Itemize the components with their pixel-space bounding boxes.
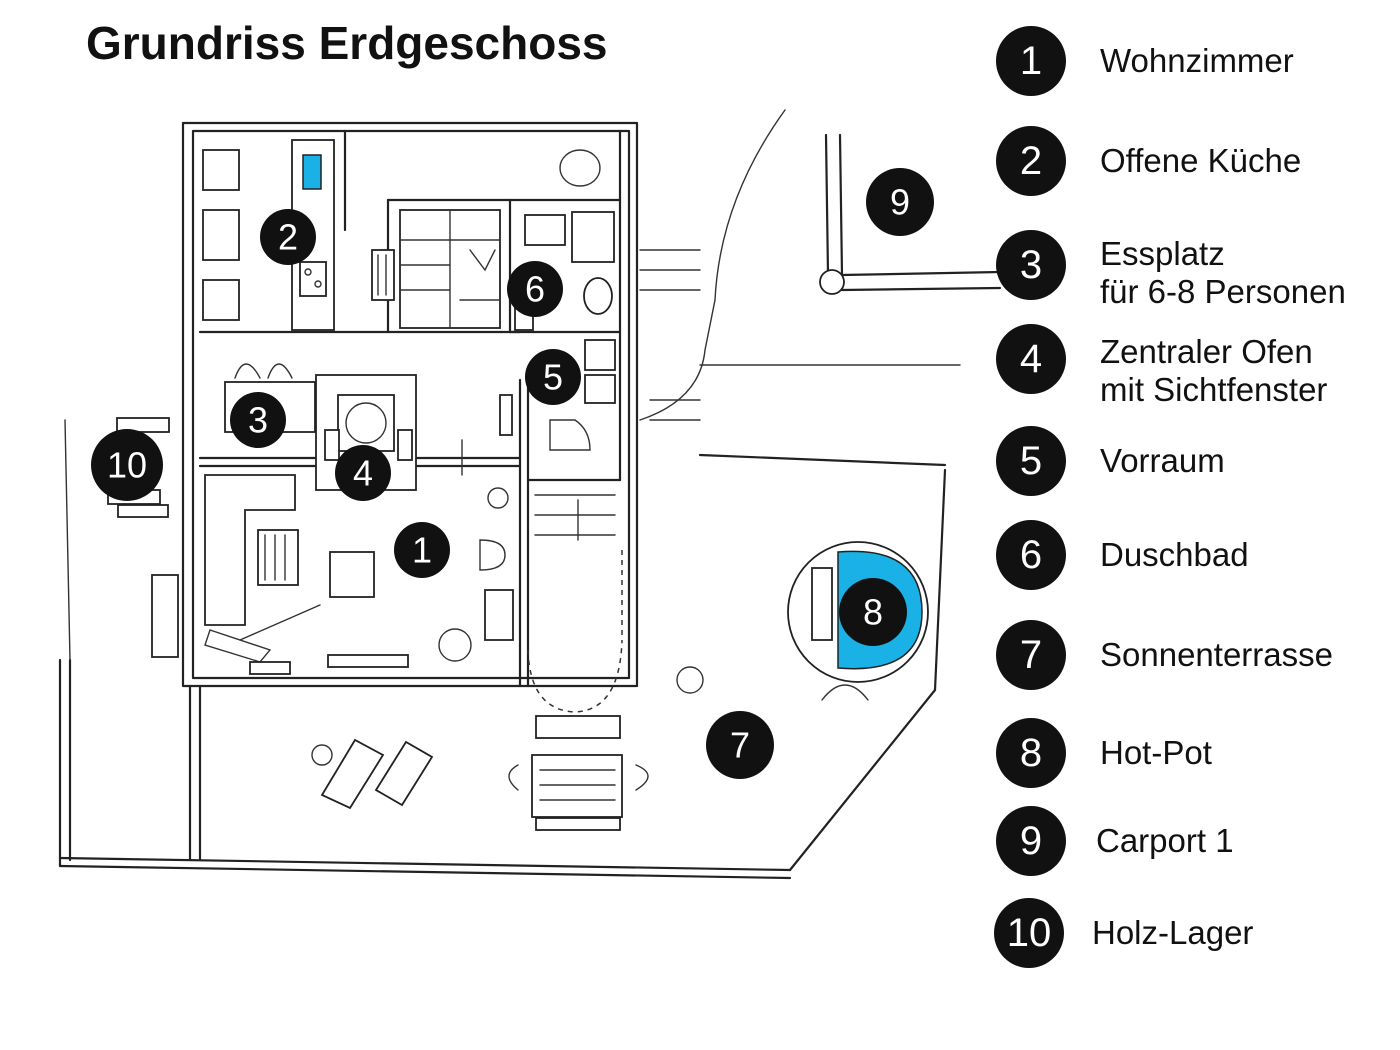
- kitchen-furniture: [202, 139, 335, 331]
- legend-number: 5: [996, 426, 1066, 496]
- legend-number: 10: [994, 898, 1064, 968]
- legend-label-line: Holz-Lager: [1092, 914, 1254, 951]
- legend-number: 9: [996, 806, 1066, 876]
- legend-number: 4: [996, 324, 1066, 394]
- svg-text:5: 5: [543, 357, 563, 398]
- legend-item: 10 Holz-Lager: [994, 898, 1394, 968]
- legend-label-line: Carport 1: [1096, 822, 1234, 859]
- marker-5: 5: [525, 349, 581, 405]
- carport-outline: [819, 133, 1002, 295]
- legend-label: Sonnenterrasse: [1100, 620, 1400, 690]
- legend-item: 6 Duschbad: [996, 520, 1396, 590]
- legend-label-line: Offene Küche: [1100, 142, 1302, 179]
- marker-7: 7: [706, 711, 774, 779]
- legend-number: 6: [996, 520, 1066, 590]
- legend-label-line: Vorraum: [1100, 442, 1225, 479]
- marker-6: 6: [507, 261, 563, 317]
- legend-item: 5 Vorraum: [996, 426, 1396, 496]
- plan-title: Grundriss Erdgeschoss: [86, 17, 608, 69]
- legend-label-line: mit Sichtfenster: [1100, 371, 1328, 408]
- svg-text:10: 10: [107, 445, 147, 486]
- terrace-boundary: [58, 109, 961, 880]
- legend-label-line: Duschbad: [1100, 536, 1249, 573]
- legend-label-line: für 6-8 Personen: [1100, 273, 1346, 310]
- svg-text:9: 9: [890, 182, 910, 223]
- legend-label: Zentraler Ofen mit Sichtfenster: [1100, 333, 1400, 408]
- legend-item: 3 Essplatz für 6-8 Personen: [996, 230, 1396, 310]
- staircase: [371, 209, 501, 329]
- legend-number: 1: [996, 26, 1066, 96]
- house-walls: [181, 121, 639, 862]
- legend-label: Carport 1: [1096, 806, 1396, 876]
- legend-label-line: Hot-Pot: [1100, 734, 1212, 771]
- marker-1: 1: [394, 522, 450, 578]
- terrace-furniture: [311, 666, 704, 831]
- legend-label: Wohnzimmer: [1100, 26, 1400, 96]
- legend-item: 9 Carport 1: [996, 806, 1396, 876]
- svg-text:6: 6: [525, 269, 545, 310]
- legend-label-line: Sonnenterrasse: [1100, 636, 1333, 673]
- sink-highlight: [302, 154, 322, 190]
- marker-8: 8: [839, 578, 907, 646]
- svg-text:2: 2: [278, 217, 298, 258]
- legend-number: 3: [996, 230, 1066, 300]
- legend-number: 2: [996, 126, 1066, 196]
- marker-9: 9: [866, 168, 934, 236]
- marker-10: 10: [91, 429, 163, 501]
- svg-text:8: 8: [863, 592, 883, 633]
- legend-item: 8 Hot-Pot: [996, 718, 1396, 788]
- legend-item: 4 Zentraler Ofen mit Sichtfenster: [996, 324, 1396, 408]
- legend-label-line: Zentraler Ofen: [1100, 333, 1313, 370]
- vorraum-furniture: [499, 339, 616, 451]
- legend-label: Vorraum: [1100, 426, 1400, 496]
- legend-item: 2 Offene Küche: [996, 126, 1396, 196]
- marker-3: 3: [230, 392, 286, 448]
- legend-label-line: Essplatz: [1100, 235, 1225, 272]
- svg-text:7: 7: [730, 725, 750, 766]
- marker-2: 2: [260, 209, 316, 265]
- svg-text:4: 4: [353, 453, 373, 494]
- legend-label: Duschbad: [1100, 520, 1400, 590]
- svg-text:1: 1: [412, 530, 432, 571]
- svg-text:3: 3: [248, 400, 268, 441]
- legend-label: Hot-Pot: [1100, 718, 1400, 788]
- legend-label: Holz-Lager: [1092, 898, 1392, 968]
- legend-label: Offene Küche: [1100, 126, 1400, 196]
- legend-number: 7: [996, 620, 1066, 690]
- legend-item: 7 Sonnenterrasse: [996, 620, 1396, 690]
- legend-number: 8: [996, 718, 1066, 788]
- marker-4: 4: [335, 445, 391, 501]
- entry-steps: [461, 439, 623, 713]
- legend-label-line: Wohnzimmer: [1100, 42, 1294, 79]
- living-room-furniture: [204, 474, 514, 675]
- legend-label: Essplatz für 6-8 Personen: [1100, 235, 1400, 310]
- legend-item: 1 Wohnzimmer: [996, 26, 1396, 96]
